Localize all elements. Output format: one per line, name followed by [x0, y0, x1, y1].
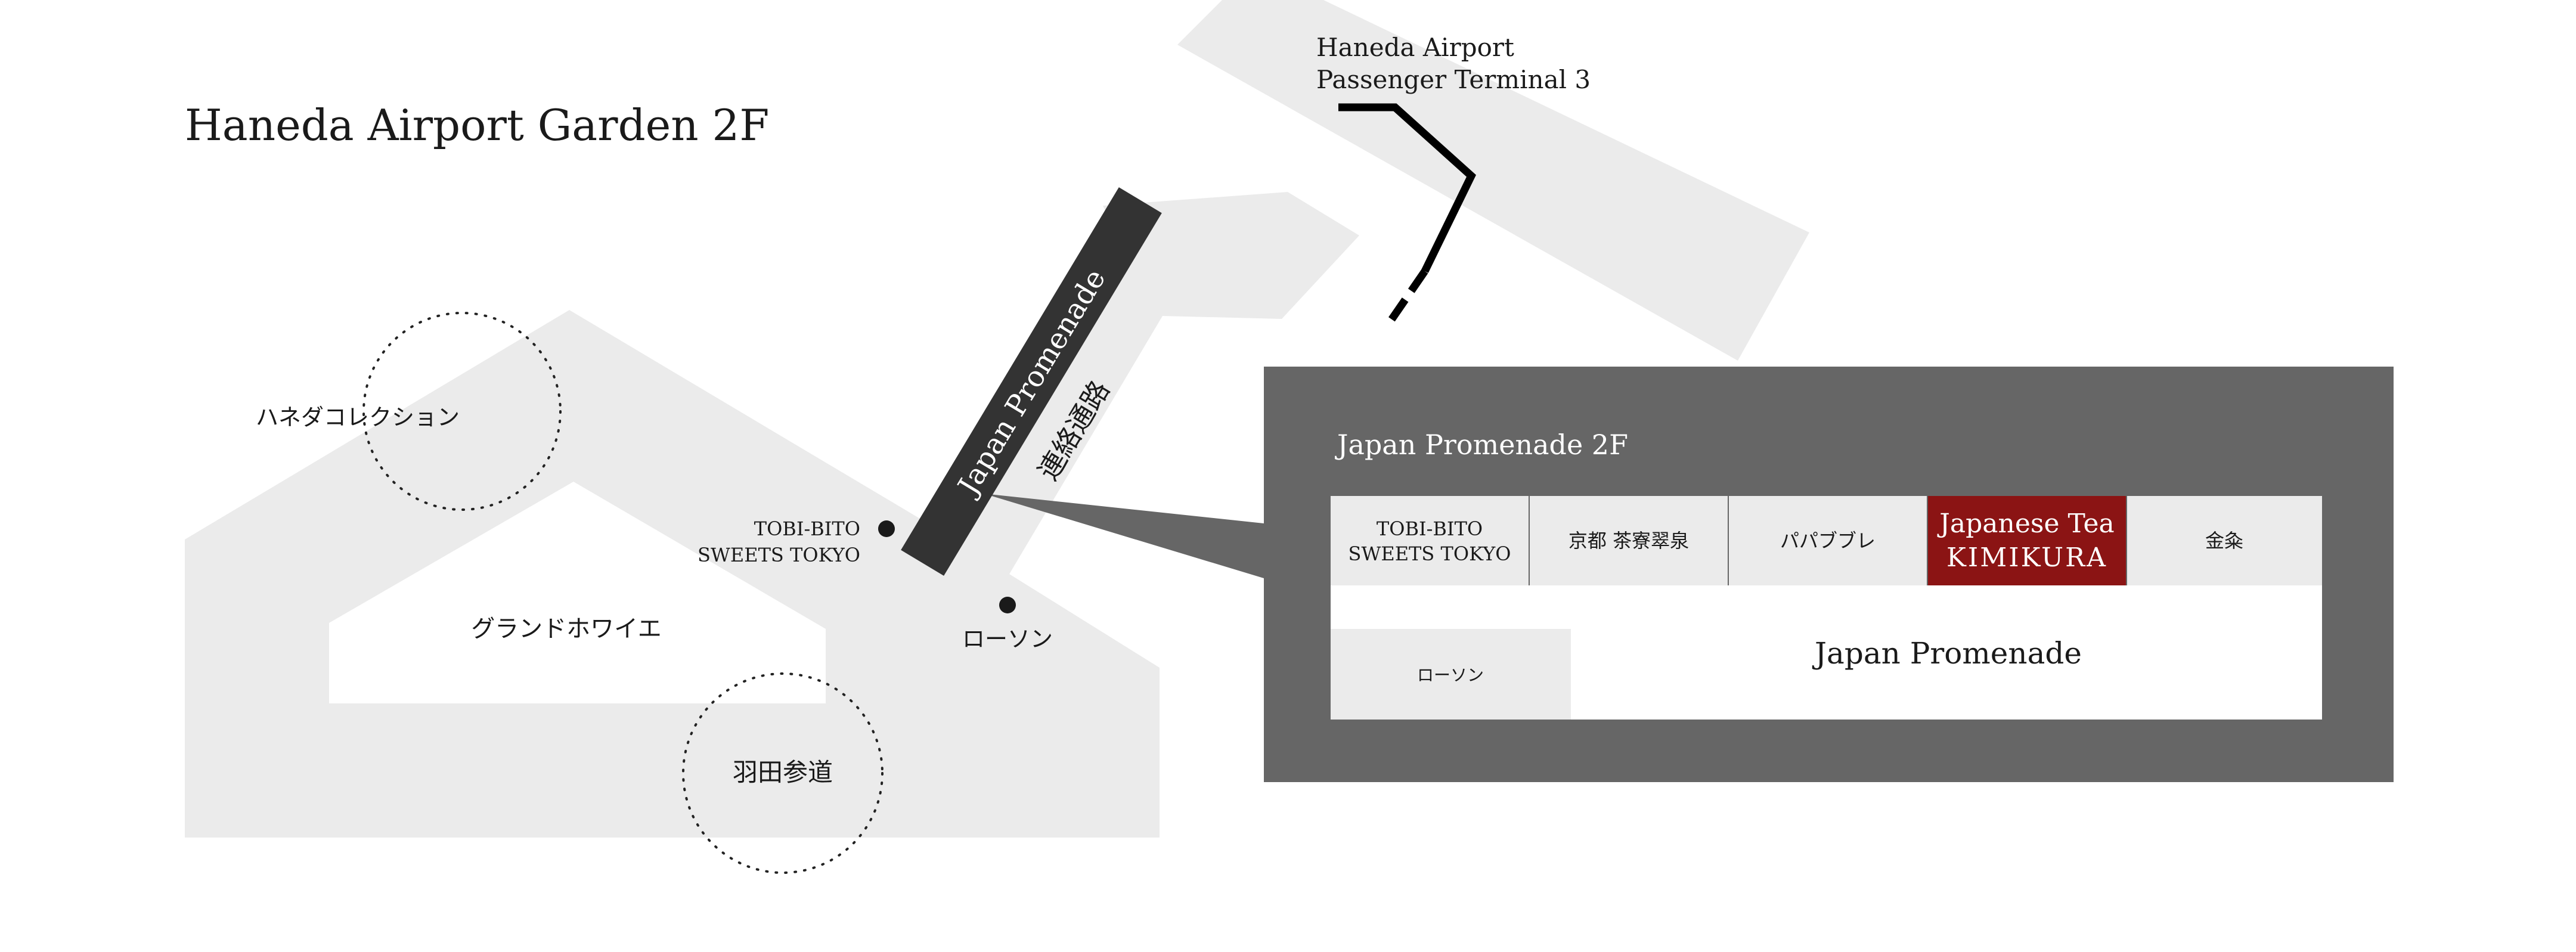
haneda-sando-label: 羽田参道 — [733, 758, 833, 787]
store-4-line2: KIMIKURA — [1946, 542, 2107, 573]
store-1[interactable]: TOBI-BITO SWEETS TOKYO — [1331, 496, 1529, 585]
grand-foyer-label: グランドホワイエ — [471, 615, 662, 643]
inset-promenade-label: Japan Promenade — [1812, 636, 2082, 671]
terminal-arm-area — [1177, 0, 1809, 361]
terminal-label-line2: Passenger Terminal 3 — [1316, 65, 1591, 94]
terminal-route-line — [1338, 103, 1476, 273]
haneda-collection-label: ハネダコレクション — [256, 404, 460, 430]
connecting-corridor-area — [936, 192, 1359, 587]
store-2-name: 京都 茶寮翠泉 — [1568, 529, 1689, 552]
lawson-marker — [999, 597, 1016, 613]
store-5-name: 金粂 — [2205, 529, 2243, 552]
inset-lawson-label: ローソン — [1417, 665, 1484, 685]
grand-foyer-area — [329, 482, 826, 703]
haneda-collection-circle — [362, 312, 562, 511]
inset-panel: Japan Promenade 2F TOBI-BITO SWEETS TOKY… — [1264, 367, 2394, 782]
map-title: Haneda Airport Garden 2F — [185, 100, 769, 150]
inset-callout-wedge — [984, 494, 1264, 578]
lawson-label: ローソン — [962, 626, 1053, 652]
inset-title: Japan Promenade 2F — [1335, 429, 1628, 461]
terminal-label-line1: Haneda Airport — [1316, 33, 1514, 62]
haneda-sando-circle — [682, 672, 884, 874]
inset-lawson-store[interactable]: ローソン — [1331, 629, 1571, 720]
store-2[interactable]: 京都 茶寮翠泉 — [1530, 496, 1728, 585]
store-5[interactable]: 金粂 — [2127, 496, 2322, 585]
store-1-line1: TOBI-BITO — [1377, 517, 1483, 540]
tobibito-marker — [878, 520, 895, 537]
store-3[interactable]: パパブブレ — [1729, 496, 1927, 585]
tobibito-label-line1: TOBI-BITO — [754, 517, 860, 540]
terminal-route-dashed — [1384, 269, 1428, 327]
store-4-line1: Japanese Tea — [1937, 508, 2114, 539]
store-4-highlight[interactable]: Japanese Tea KIMIKURA — [1928, 496, 2126, 585]
store-1-line2: SWEETS TOKYO — [1349, 542, 1511, 565]
tobibito-label-line2: SWEETS TOKYO — [698, 544, 860, 566]
store-3-name: パパブブレ — [1780, 529, 1876, 552]
